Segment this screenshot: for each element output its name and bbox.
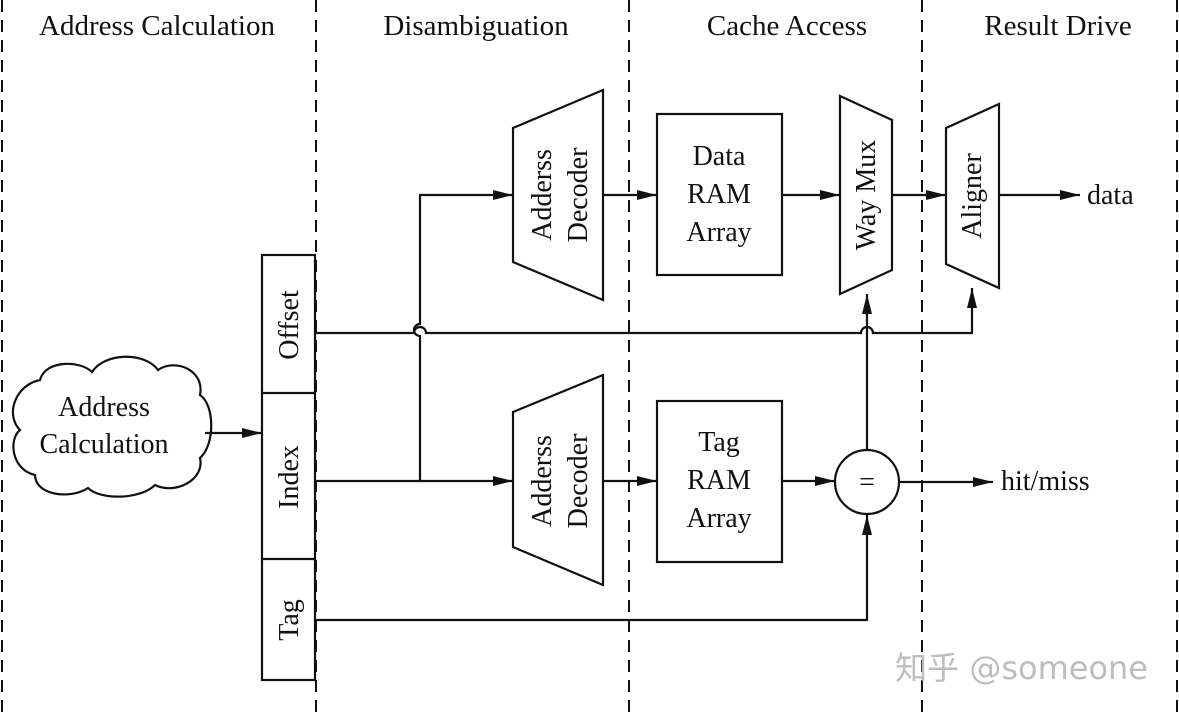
hit-miss-output-label: hit/miss (1001, 466, 1090, 497)
cloud-label-line1: Address (58, 392, 150, 423)
stage-label-address-calculation: Address Calculation (39, 10, 275, 42)
tag-ram-label-line2: RAM (687, 465, 751, 496)
tag-ram-label-line3: Array (686, 503, 751, 534)
field-tag: Tag (274, 599, 305, 641)
data-ram-label-line2: RAM (687, 179, 751, 210)
aligner-label: Aligner (957, 153, 988, 239)
offset-to-aligner-wire (315, 288, 977, 335)
data-decoder-label-line2: Decoder (563, 147, 594, 243)
field-index: Index (274, 445, 305, 509)
address-calculation-cloud: Address Calculation (11, 355, 213, 498)
tag-address-decoder: Adderss Decoder (511, 373, 605, 587)
stage-label-result-drive: Result Drive (984, 10, 1131, 42)
stage-label-cache-access: Cache Access (707, 10, 867, 42)
tag-decoder-label-line2: Decoder (563, 433, 594, 529)
watermark: 知乎 @someone (895, 649, 1148, 687)
tag-decoder-label-line1: Adderss (527, 435, 558, 527)
aligner: Aligner (944, 102, 1001, 290)
index-to-data-decoder-wire (412, 190, 513, 481)
tag-comparator: = (833, 448, 901, 516)
cloud-label-line2: Calculation (39, 429, 168, 460)
data-ram-label-line3: Array (686, 217, 751, 248)
address-register: Offset Index Tag (260, 253, 317, 682)
data-ram-label-line1: Data (693, 141, 746, 172)
tag-to-comparator-wire (315, 515, 872, 622)
tag-ram-label-line1: Tag (698, 427, 740, 458)
data-ram-array: Data RAM Array (655, 112, 784, 277)
way-mux: Way Mux (838, 94, 894, 296)
field-offset: Offset (274, 290, 305, 360)
comparator-label: = (859, 467, 875, 498)
data-decoder-label-line1: Adderss (527, 149, 558, 241)
stage-label-disambiguation: Disambiguation (383, 10, 569, 42)
data-address-decoder: Adderss Decoder (511, 88, 605, 302)
tag-ram-array: Tag RAM Array (655, 399, 784, 564)
data-output-label: data (1087, 180, 1134, 211)
way-mux-label: Way Mux (851, 140, 882, 251)
